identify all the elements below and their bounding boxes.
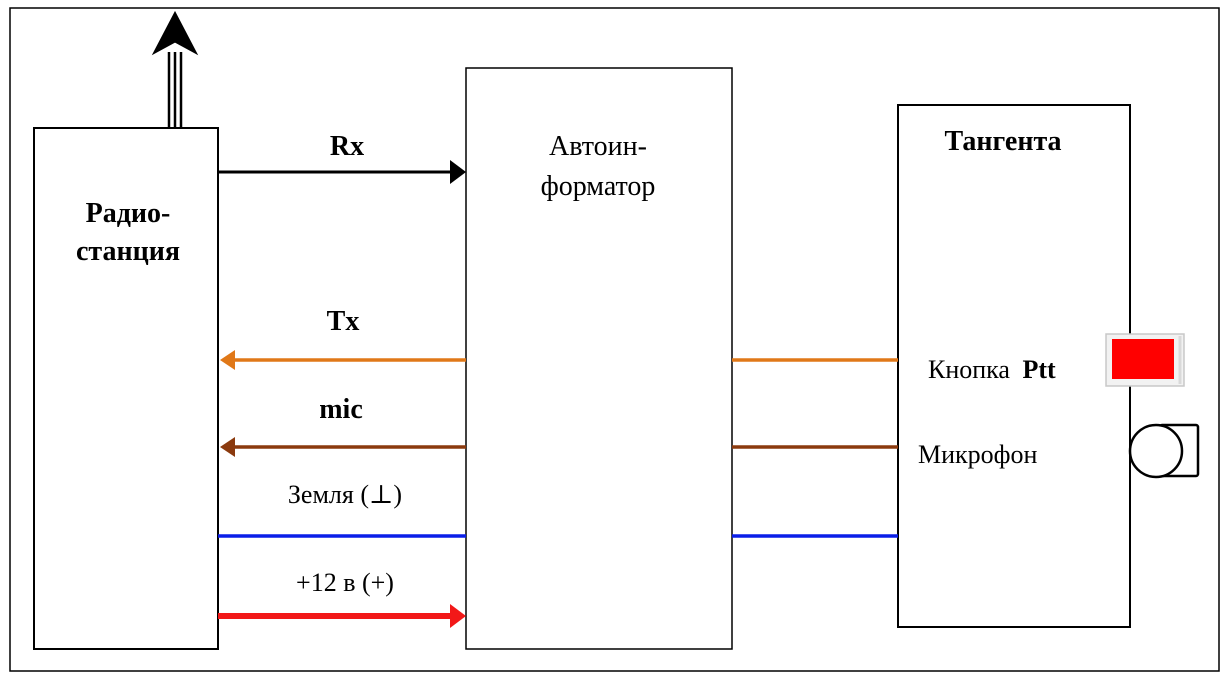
autoinformer-label-line1: Автоин- [549,131,647,162]
rx-signal-line [218,160,466,184]
autoinformer-label-line2: форматор [541,171,656,202]
microphone-label: Микрофон [918,440,1038,469]
rx-label: Rx [330,131,364,162]
antenna-icon [151,10,199,128]
tangenta-block [897,104,1131,628]
ptt-label: Кнопка Ptt [928,355,1056,384]
power-label: +12 в (+) [296,568,394,597]
ground-label: Земля (⊥) [288,480,402,509]
power-line [218,604,466,628]
radio-station-label-line1: Радио- [86,198,171,229]
autoinformer-block [465,67,733,650]
ptt-label-prefix: Кнопка [928,355,1010,384]
tx-label: Tx [327,306,360,337]
microphone-icon [1128,423,1200,479]
radio-station-label-line2: станция [76,236,180,267]
mic-signal-line [220,437,898,457]
radio-station-block [33,127,219,650]
ptt-button-icon [1105,333,1185,387]
tangenta-label: Тангента [944,126,1061,157]
outer-frame [9,7,1220,672]
mic-label: mic [319,394,363,425]
ptt-label-bold: Ptt [1022,355,1056,384]
tx-signal-line [220,350,898,370]
